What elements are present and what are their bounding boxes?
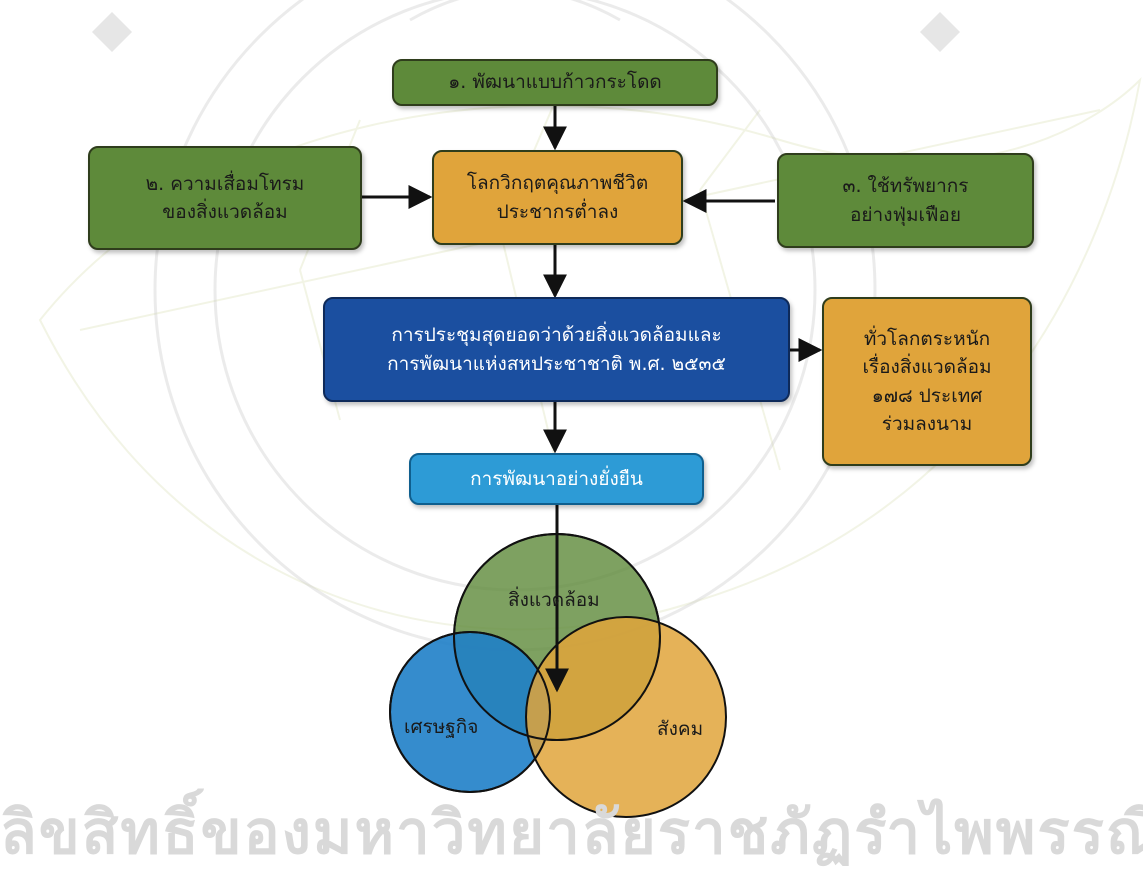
box-resources-line-2: อย่างฟุ่มเฟือย [850, 203, 961, 226]
box-global-awareness: ทั่วโลกตระหนัก เรื่องสิ่งแวดล้อม ๑๗๘ ประ… [822, 297, 1032, 466]
box-degradation-line-2: ของสิ่งแวดล้อม [162, 201, 288, 223]
corner-ornament-left [92, 12, 132, 52]
box-environmental-degradation: ๒. ความเสื่อมโทรม ของสิ่งแวดล้อม [88, 146, 362, 250]
box-crisis-line-1: โลกวิกฤตคุณภาพชีวิต [466, 172, 649, 194]
box-sustainable-text: การพัฒนาอย่างยั่งยืน [470, 467, 643, 490]
venn-circle-society [525, 616, 727, 818]
copyright-watermark: ลิขสิทธิ์ของมหาวิทยาลัยราชภัฏรำไพพรรณี [0, 798, 1143, 868]
box-resources-line-1: ๓. ใช้ทรัพยากร [842, 175, 969, 197]
box-awareness-line-4: ร่วมลงนาม [881, 413, 973, 435]
corner-ornament-right [920, 12, 960, 52]
box-leapfrog-development: ๑. พัฒนาแบบก้าวกระโดด [392, 59, 718, 106]
box-summit-line-2: การพัฒนาแห่งสหประชาชาติ พ.ศ. ๒๕๓๕ [387, 352, 726, 375]
box-world-crisis: โลกวิกฤตคุณภาพชีวิต ประชากรต่ำลง [432, 150, 683, 245]
box-un-summit: การประชุมสุดยอดว่าด้วยสิ่งแวดล้อมและ การ… [323, 297, 790, 402]
box-awareness-line-2: เรื่องสิ่งแวดล้อม [862, 356, 992, 378]
box-crisis-line-2: ประชากรต่ำลง [496, 200, 619, 223]
venn-label-economy: เศรษฐกิจ [404, 716, 479, 738]
diagram-canvas [38, 0, 1142, 818]
box-summit-line-1: การประชุมสุดยอดว่าด้วยสิ่งแวดล้อมและ [391, 324, 722, 346]
venn-label-environment: สิ่งแวดล้อม [508, 589, 600, 611]
box-leapfrog-text: ๑. พัฒนาแบบก้าวกระโดด [448, 71, 662, 94]
box-degradation-line-1: ๒. ความเสื่อมโทรม [145, 172, 305, 195]
venn-label-society: สังคม [657, 718, 704, 740]
box-sustainable-development: การพัฒนาอย่างยั่งยืน [409, 453, 704, 505]
box-awareness-line-1: ทั่วโลกตระหนัก [863, 327, 991, 350]
box-awareness-line-3: ๑๗๘ ประเทศ [871, 384, 983, 407]
box-wasteful-resources: ๓. ใช้ทรัพยากร อย่างฟุ่มเฟือย [777, 153, 1034, 248]
